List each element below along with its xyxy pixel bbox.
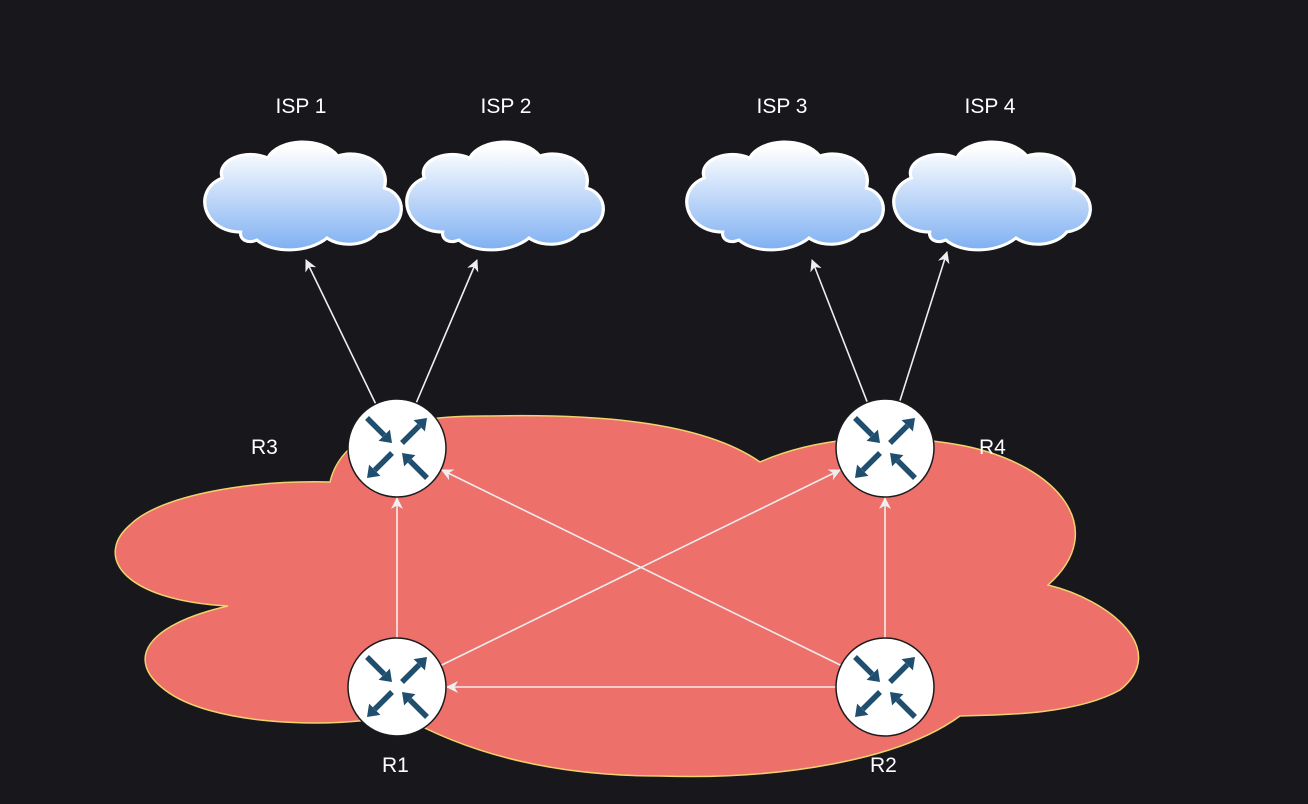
r4-router-icon: [835, 398, 935, 498]
isp4-cloud-icon: [892, 140, 1092, 252]
internal-network-cloud: [114, 414, 1140, 778]
isp2-cloud-icon: [405, 140, 605, 252]
link-r2-r3: [441, 469, 842, 667]
isp-1-label: ISP 1: [275, 95, 327, 118]
link-r4-isp3: [810, 259, 869, 403]
r4-label: R4: [979, 436, 1006, 459]
link-r3-isp1: [305, 259, 377, 405]
isp1-cloud-icon: [203, 140, 403, 252]
isp-4-label: ISP 4: [964, 95, 1016, 118]
r2-router-icon: [835, 637, 935, 737]
r1-router-icon: [347, 637, 447, 737]
isp-3-label: ISP 3: [756, 95, 808, 118]
isp3-cloud-icon: [685, 140, 885, 252]
r3-label: R3: [251, 436, 278, 459]
r1-label: R1: [382, 754, 409, 777]
link-r4-isp4: [899, 251, 950, 402]
r3-router-icon: [347, 398, 447, 498]
link-r3-isp2: [415, 259, 479, 404]
r2-label: R2: [870, 754, 897, 777]
isp-2-label: ISP 2: [480, 95, 532, 118]
